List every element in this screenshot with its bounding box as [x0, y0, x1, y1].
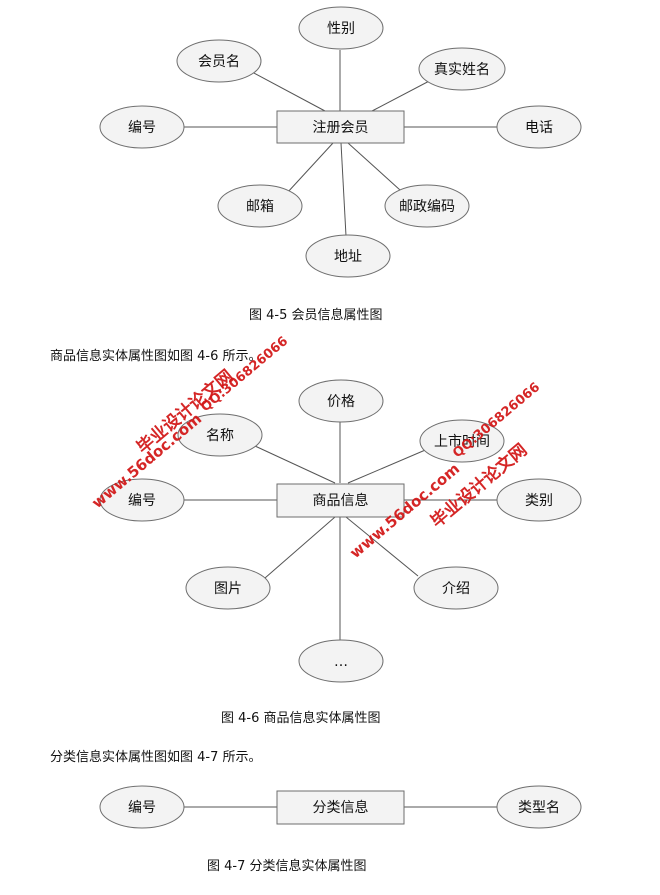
attr-id: 编号 [99, 785, 185, 829]
attr-address: 地址 [305, 234, 391, 278]
svg-text:邮政编码: 邮政编码 [399, 199, 455, 215]
svg-text:类型名: 类型名 [518, 800, 560, 816]
category-er-diagram: 分类信息 编号 类型名 [99, 785, 582, 829]
svg-text:编号: 编号 [128, 800, 156, 816]
paragraph-category-intro: 分类信息实体属性图如图 4-7 所示。 [50, 750, 262, 765]
svg-text:上市时间: 上市时间 [434, 433, 490, 450]
svg-text:分类信息: 分类信息 [313, 799, 369, 816]
figure-caption-4-6: 图 4-6 商品信息实体属性图 [221, 711, 381, 726]
attr-gender: 性别 [298, 6, 384, 50]
paragraph-goods-intro: 商品信息实体属性图如图 4-6 所示。 [50, 349, 262, 364]
entity-member: 注册会员 [276, 110, 405, 144]
attr-email: 邮箱 [217, 184, 303, 228]
edges [184, 50, 497, 237]
attr-intro: 介绍 [413, 566, 499, 610]
goods-er-diagram: 商品信息 价格 名称 上市时间 编号 类别 图片 介绍 … [99, 379, 582, 683]
attr-name: 名称 [177, 413, 263, 457]
svg-text:编号: 编号 [128, 120, 156, 136]
svg-text:性别: 性别 [327, 21, 355, 37]
attr-listing-time: 上市时间 [419, 419, 505, 463]
svg-text:名称: 名称 [206, 428, 234, 444]
attr-postcode: 邮政编码 [384, 184, 470, 228]
attr-id: 编号 [99, 478, 185, 522]
svg-text:商品信息: 商品信息 [313, 492, 369, 509]
svg-text:价格: 价格 [327, 394, 355, 410]
svg-text:真实姓名: 真实姓名 [434, 62, 490, 78]
attr-category: 类别 [496, 478, 582, 522]
figure-caption-4-7: 图 4-7 分类信息实体属性图 [207, 859, 367, 874]
svg-text:地址: 地址 [334, 249, 362, 265]
svg-text:图片: 图片 [214, 581, 242, 597]
attr-member-name: 会员名 [176, 39, 262, 83]
svg-text:编号: 编号 [128, 493, 156, 509]
svg-text:电话: 电话 [525, 120, 553, 136]
edges [184, 422, 497, 640]
entity-goods: 商品信息 [276, 483, 405, 518]
attr-price: 价格 [298, 379, 384, 423]
attr-id: 编号 [99, 105, 185, 149]
svg-text:邮箱: 邮箱 [246, 199, 274, 215]
svg-text:…: … [334, 654, 348, 670]
member-er-diagram: 注册会员 性别 会员名 真实姓名 编号 电话 邮箱 邮政编码 地址 [99, 6, 582, 278]
attr-phone: 电话 [496, 105, 582, 149]
attr-real-name: 真实姓名 [418, 47, 506, 91]
attr-more: … [298, 639, 384, 683]
entity-category: 分类信息 [276, 790, 405, 825]
svg-text:类别: 类别 [525, 493, 553, 509]
attr-image: 图片 [185, 566, 271, 610]
attr-type-name: 类型名 [496, 785, 582, 829]
figure-caption-4-5: 图 4-5 会员信息属性图 [249, 308, 383, 323]
svg-text:介绍: 介绍 [442, 581, 470, 597]
svg-text:注册会员: 注册会员 [313, 120, 369, 136]
svg-text:会员名: 会员名 [198, 54, 240, 70]
